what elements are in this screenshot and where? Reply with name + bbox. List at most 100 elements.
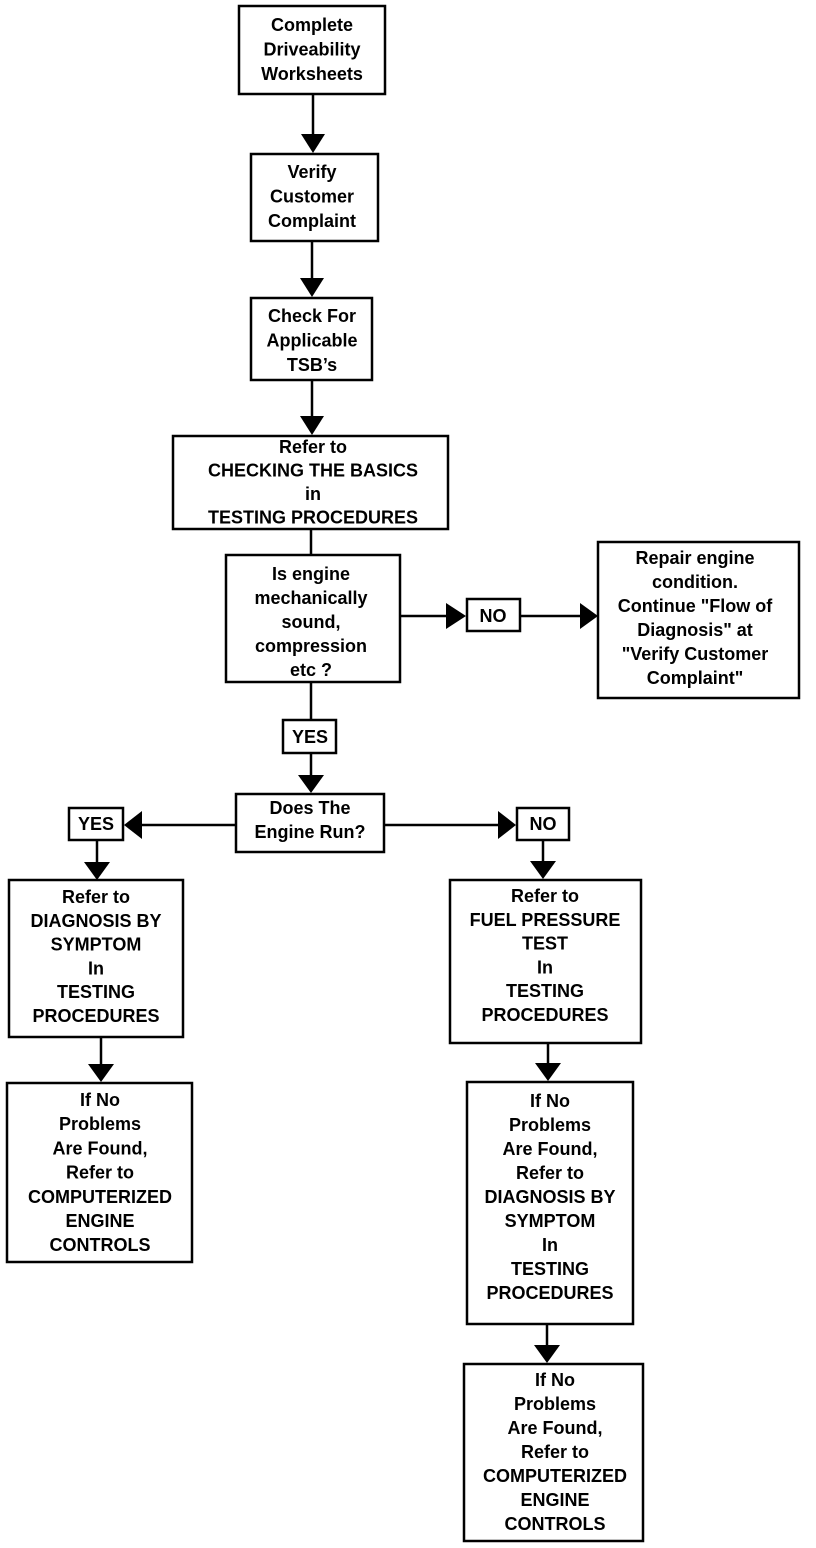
node-verify-complaint-box <box>249 152 380 243</box>
arrowhead-left-yes-to-diag-symptom <box>84 862 110 880</box>
node-right-no-problems-2-text-line-6: ENGINE <box>520 1490 589 1510</box>
node-engine-run-text-line-2: Engine Run? <box>255 822 366 842</box>
arrowhead-fuel-pressure-to-right-no-problems-1 <box>535 1063 561 1081</box>
node-right-no-problems-1-text-line-7: In <box>542 1235 558 1255</box>
arrowhead-right-no-to-fuel-pressure <box>530 861 556 879</box>
node-complete-worksheets-text-line-3: Worksheets <box>261 64 363 84</box>
node-repair-engine-text: Repair engine condition. Continue "Flow of… <box>618 548 774 688</box>
node-right-no-problems-2-text-line-3: Are Found, <box>508 1418 603 1438</box>
arrowhead-engine-run-to-left-yes <box>124 811 142 839</box>
node-repair-engine-box <box>596 540 801 700</box>
label-yes-mechanical: YES <box>281 718 338 755</box>
node-fuel-pressure-test-box <box>448 878 643 1045</box>
node-diagnosis-by-symptom-text-line-2: DIAGNOSIS BY <box>30 911 161 931</box>
node-left-no-problems-text-line-6: ENGINE <box>65 1211 134 1231</box>
node-repair-engine-text-line-5: "Verify Customer <box>622 644 769 664</box>
label-yes-mechanical-text: YES <box>292 727 328 747</box>
node-diagnosis-by-symptom-text-line-4: In <box>88 958 104 978</box>
label-no-mechanical-text: NO <box>480 606 507 626</box>
arrowhead-tsb-to-basics <box>300 416 324 435</box>
node-check-tsb-text-line-3: TSB’s <box>287 355 337 375</box>
node-complete-worksheets-text-line-2: Driveability <box>263 40 360 60</box>
node-check-tsb-text-line-1: Check For <box>268 306 356 326</box>
node-fuel-pressure-test-text-line-6: PROCEDURES <box>481 1005 608 1025</box>
node-right-no-problems-1-text-line-3: Are Found, <box>503 1139 598 1159</box>
node-left-no-problems-text-line-1: If No <box>80 1090 120 1110</box>
node-mechanically-sound-text-line-5: etc ? <box>290 660 332 680</box>
node-left-no-problems-text-line-2: Problems <box>59 1114 141 1134</box>
node-fuel-pressure-test-text-line-5: TESTING <box>506 981 584 1001</box>
node-right-no-problems-2-text-line-4: Refer to <box>521 1442 589 1462</box>
node-verify-complaint-text-line-3: Complaint <box>268 211 356 231</box>
label-no-mechanical-box <box>465 597 522 633</box>
node-check-tsb-box <box>249 296 374 382</box>
node-diagnosis-by-symptom-text-line-1: Refer to <box>62 887 130 907</box>
arrowhead-right-no-problems-1-to-2 <box>534 1345 560 1363</box>
node-left-no-problems-box <box>5 1081 194 1264</box>
node-right-no-problems-2-text-line-2: Problems <box>514 1394 596 1414</box>
arrowhead-yes-to-engine-run <box>298 775 324 793</box>
node-complete-worksheets-text-line-1: Complete <box>271 15 353 35</box>
node-right-no-problems-1-text-line-1: If No <box>530 1091 570 1111</box>
node-right-no-problems-1-text-line-9: PROCEDURES <box>486 1283 613 1303</box>
arrowhead-complete-to-verify <box>301 134 325 153</box>
node-left-no-problems-text-line-7: CONTROLS <box>50 1235 151 1255</box>
node-repair-engine-text-line-4: Diagnosis" at <box>637 620 753 640</box>
node-engine-run-box <box>234 792 386 854</box>
arrowhead-engine-run-to-right-no <box>498 811 516 839</box>
node-diagnosis-by-symptom-box <box>7 878 185 1039</box>
node-right-no-problems-1-text-line-6: SYMPTOM <box>505 1211 596 1231</box>
node-left-no-problems-text-line-5: COMPUTERIZED <box>28 1187 172 1207</box>
node-verify-complaint-text-line-2: Customer <box>270 187 354 207</box>
arrowhead-mechanical-to-no <box>446 603 466 629</box>
node-right-no-problems-2-text-line-5: COMPUTERIZED <box>483 1466 627 1486</box>
node-right-no-problems-2-box <box>462 1362 645 1543</box>
node-checking-basics-box <box>171 434 450 531</box>
node-checking-basics-text-line-4: TESTING PROCEDURES <box>208 508 418 528</box>
label-no-run: NO <box>515 806 571 842</box>
node-complete-worksheets-box <box>237 4 387 96</box>
flowchart-connectors <box>84 94 598 1363</box>
node-right-no-problems-2-text-line-7: CONTROLS <box>505 1514 606 1534</box>
node-checking-basics-text-line-3: in <box>305 484 321 504</box>
node-check-tsb-text-line-2: Applicable <box>266 331 357 351</box>
node-checking-basics-text-line-1: Refer to <box>279 437 347 457</box>
node-repair-engine-text-line-3: Continue "Flow of <box>618 596 774 616</box>
node-mechanically-sound-text-line-4: compression <box>255 636 367 656</box>
arrowhead-no-to-repair <box>580 603 598 629</box>
label-yes-mechanical-box <box>281 718 338 755</box>
node-mechanically-sound-text-line-1: Is engine <box>272 564 350 584</box>
label-no-mechanical: NO <box>465 597 522 633</box>
node-engine-run-text-line-1: Does The <box>269 798 350 818</box>
node-mechanically-sound-text-line-3: sound, <box>282 612 341 632</box>
label-yes-run-box <box>67 806 125 842</box>
node-repair-engine-text-line-1: Repair engine <box>635 548 754 568</box>
node-left-no-problems-text-line-3: Are Found, <box>53 1138 148 1158</box>
label-no-run-box <box>515 806 571 842</box>
node-right-no-problems-2-text-line-1: If No <box>535 1370 575 1390</box>
label-yes-run: YES <box>67 806 125 842</box>
node-repair-engine-text-line-2: condition. <box>652 572 738 592</box>
node-right-no-problems-1-box <box>465 1080 635 1326</box>
